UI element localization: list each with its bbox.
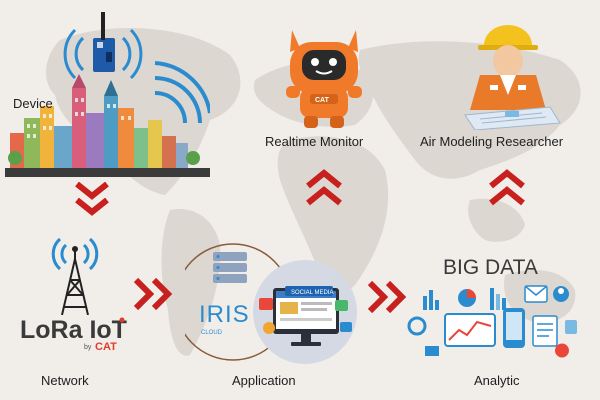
application-illustration: IRIS CLOUD SOCIAL MEDIA	[185, 243, 357, 364]
big-data-illustration: BIG DATA	[407, 256, 577, 358]
server-icon	[213, 252, 247, 283]
tower-icon	[61, 249, 89, 315]
svg-text:CAT: CAT	[95, 341, 117, 352]
coffee-icon	[555, 343, 569, 358]
chevron-up-icon	[306, 169, 342, 206]
gear-icon	[407, 316, 427, 336]
wifi-signal-icon	[63, 28, 143, 80]
lora-logo-text: LoRa IoT	[20, 316, 127, 344]
document-icon	[565, 320, 577, 334]
node-label-application: Application	[232, 373, 296, 388]
analytics-icons	[407, 285, 577, 358]
robot-face-icon	[302, 50, 346, 80]
monitor-icon	[273, 288, 339, 346]
chevron-right-icon	[367, 280, 407, 314]
big-data-title: BIG DATA	[443, 256, 538, 279]
node-label-researcher: Air Modeling Researcher	[420, 134, 564, 149]
like-icon	[263, 322, 275, 334]
chat-bubble-icon	[259, 298, 273, 310]
chevron-up-icon	[489, 169, 525, 206]
node-label-network: Network	[41, 373, 89, 388]
svg-text:CLOUD: CLOUD	[201, 330, 223, 336]
broadcast-waves-icon	[154, 61, 210, 124]
svg-text:CAT: CAT	[315, 97, 330, 104]
node-label-analytic: Analytic	[474, 373, 520, 388]
lora-iot-logo: LoRa IoT by CAT	[20, 316, 127, 352]
chevron-down-icon	[75, 181, 109, 216]
calendar-icon	[425, 346, 439, 356]
sensor-board-icon	[93, 12, 115, 72]
buildings-icon	[5, 74, 210, 177]
chevron-right-icon	[133, 277, 173, 311]
svg-text:by: by	[84, 344, 92, 351]
wifi-signal-icon	[51, 237, 99, 271]
node-label-realtime-monitor: Realtime Monitor	[265, 134, 364, 149]
blueprint-icon	[464, 106, 561, 130]
photo-icon	[340, 322, 352, 332]
node-label-device: Device	[13, 96, 53, 111]
cat-mascot-robot-illustration: CAT	[286, 30, 362, 128]
device-city-illustration	[5, 12, 210, 177]
iris-logo-text: IRIS	[199, 301, 250, 328]
hard-hat-icon	[480, 25, 536, 47]
social-media-label: SOCIAL MEDIA	[291, 290, 333, 296]
radio-tower-illustration	[51, 237, 99, 315]
clipboard-icon	[532, 315, 558, 347]
engineer-researcher-illustration	[464, 25, 561, 130]
message-icon	[335, 300, 348, 311]
